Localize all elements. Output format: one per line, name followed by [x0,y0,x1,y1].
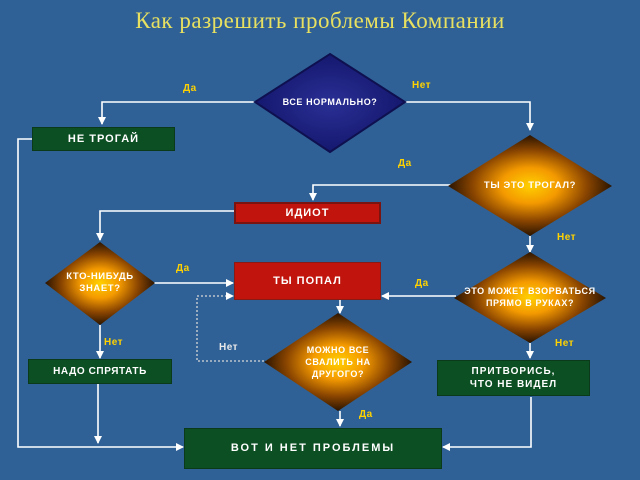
edge-blame-no [196,292,268,362]
diamond-ok [253,52,407,154]
page-title: Как разрешить проблемы Компании [135,8,505,33]
edge-pretend-down [442,397,532,451]
box-no-problem: ВОТ И НЕТ ПРОБЛЕМЫ [184,428,442,469]
label-knows-no: Нет [104,337,124,348]
label-ok-no: Нет [412,80,432,91]
label-explode-no: Нет [555,338,575,349]
diamond-explode [454,252,606,343]
box-hide: НАДО СПРЯТАТЬ [28,359,172,384]
diamond-explode-text: ЭТО МОЖЕТ ВЗОРВАТЬСЯ ПРЯМО В РУКАХ? [464,286,596,308]
box-idiot: ИДИОТ [234,202,381,224]
edge-ok-no [405,101,534,131]
diamond-blame-text: МОЖНО ВСЕ СВАЛИТЬ НА ДРУГОГО? [305,345,371,379]
box-pretend: ПРИТВОРИСЬ, ЧТО НЕ ВИДЕЛ [437,360,590,396]
box-dont-touch: НЕ ТРОГАЙ [32,127,175,151]
box-in-trouble: ТЫ ПОПАЛ [234,262,381,300]
diamond-anyone-knows-text: КТО-НИБУДЬ ЗНАЕТ? [66,271,134,294]
edge-dont-touch-down [17,138,184,451]
label-ok-yes: Да [183,83,197,94]
label-touched-no: Нет [557,232,577,243]
diamond-ok-text: ВСЕ НОРМАЛЬНО? [282,97,378,107]
label-blame-yes: Да [359,409,373,420]
label-blame-no: Нет [219,342,239,353]
label-explode-yes: Да [415,278,429,289]
diamond-anyone-knows [45,242,155,325]
diamond-touched-text: ТЫ ЭТО ТРОГАЛ? [483,180,577,191]
label-touched-yes: Да [398,158,412,169]
diamond-blame [264,313,412,411]
edge-idiot-to-knows [96,210,234,241]
edge-touched-yes [309,184,455,201]
edge-ok-yes [98,101,255,125]
diamond-touched [448,135,612,236]
label-knows-yes: Да [176,263,190,274]
